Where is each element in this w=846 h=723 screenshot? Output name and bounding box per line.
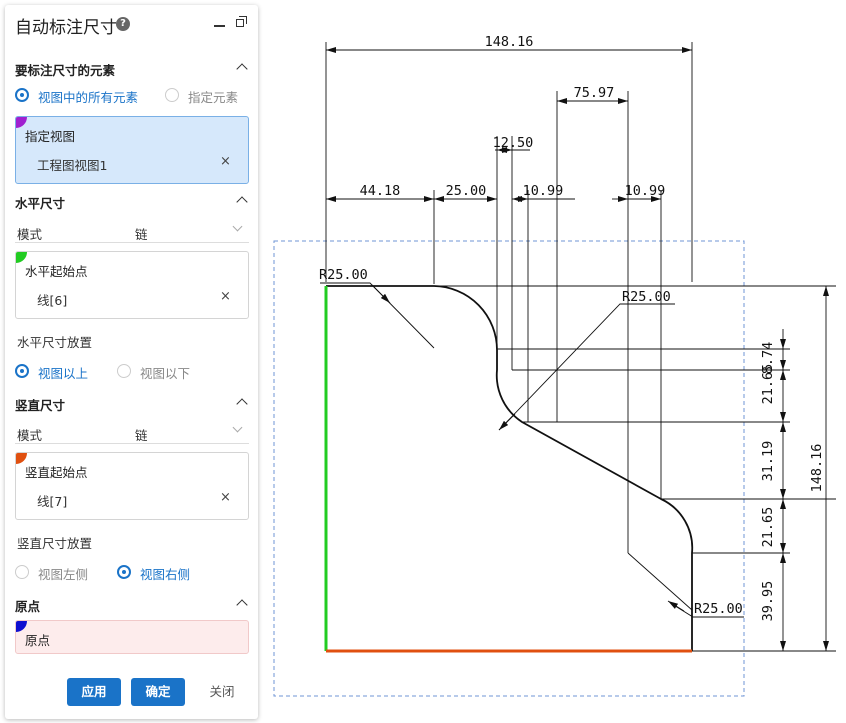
section-elements-title: 要标注尺寸的元素: [15, 63, 116, 78]
vertical-start-item[interactable]: 线[7]: [37, 494, 68, 509]
horizontal-start-box[interactable]: 水平起始点 线[6] ×: [15, 251, 249, 319]
horizontal-mode-value[interactable]: 链: [135, 227, 148, 242]
radio-left-of-view[interactable]: [15, 565, 29, 579]
vertical-start-title: 竖直起始点: [25, 465, 88, 480]
radio-above-view-label[interactable]: 视图以上: [38, 366, 89, 381]
view-box-item[interactable]: 工程图视图1: [37, 158, 108, 173]
dim-10-99-a[interactable]: 10.99: [523, 183, 564, 199]
clear-horizontal-start-icon[interactable]: ×: [220, 289, 231, 304]
vertical-mode-select[interactable]: 模式 链: [15, 422, 249, 444]
horizontal-flag-icon: [16, 252, 27, 263]
radio-specified-elements-label[interactable]: 指定元素: [188, 90, 239, 105]
radio-all-elements-label[interactable]: 视图中的所有元素: [38, 90, 139, 105]
dim-75-97[interactable]: 75.97: [574, 85, 615, 101]
dim-21-65-b[interactable]: 21.65: [760, 507, 776, 548]
section-vertical-title: 竖直尺寸: [15, 398, 66, 413]
dim-overall-height[interactable]: 148.16: [809, 444, 825, 493]
radio-below-view[interactable]: [117, 364, 131, 378]
horizontal-placement-label: 水平尺寸放置: [17, 335, 93, 350]
vertical-mode-value[interactable]: 链: [135, 428, 148, 443]
extension-lines: [325, 42, 836, 652]
dim-radius-left[interactable]: R25.00: [319, 267, 368, 283]
vertical-dimension-lines: [780, 286, 829, 651]
dim-21-65-a[interactable]: 21.65: [760, 364, 776, 405]
radio-right-of-view-label[interactable]: 视图右侧: [140, 567, 191, 582]
horizontal-start-item[interactable]: 线[6]: [37, 293, 68, 308]
dim-39-95[interactable]: 39.95: [760, 581, 776, 622]
view-box-title: 指定视图: [25, 129, 76, 144]
horizontal-mode-label: 模式: [17, 227, 43, 242]
ok-button[interactable]: 确定: [131, 678, 185, 706]
radio-all-elements[interactable]: [15, 88, 29, 102]
vertical-start-box[interactable]: 竖直起始点 线[7] ×: [15, 452, 249, 520]
help-icon[interactable]: ?: [116, 17, 130, 31]
dim-overall-width[interactable]: 148.16: [485, 34, 534, 50]
close-button[interactable]: 关闭: [209, 684, 235, 699]
origin-flag-icon: [16, 621, 27, 632]
radio-above-view[interactable]: [15, 364, 29, 378]
radio-right-of-view[interactable]: [117, 565, 131, 579]
horizontal-start-title: 水平起始点: [25, 264, 88, 279]
radius-leaders: [320, 282, 744, 618]
vertical-placement-label: 竖直尺寸放置: [17, 536, 93, 551]
origin-box-title: 原点: [25, 633, 51, 648]
view-frame[interactable]: [273, 240, 745, 697]
view-selector-box[interactable]: 指定视图 工程图视图1 ×: [15, 116, 249, 184]
view-flag-icon: [16, 117, 27, 128]
radio-left-of-view-label[interactable]: 视图左侧: [38, 567, 89, 582]
vertical-mode-label: 模式: [17, 428, 43, 443]
section-horizontal-title: 水平尺寸: [15, 196, 66, 211]
restore-icon[interactable]: [236, 16, 248, 28]
radio-below-view-label[interactable]: 视图以下: [140, 366, 191, 381]
section-origin-title: 原点: [15, 599, 41, 614]
radio-specified-elements[interactable]: [165, 88, 179, 102]
auto-dimension-panel: 自动标注尺寸 ? 要标注尺寸的元素 视图中的所有元素 指定元素 指定视图 工程图…: [5, 5, 258, 719]
dim-10-99-b[interactable]: 10.99: [625, 183, 666, 199]
part-outline[interactable]: [326, 285, 694, 651]
panel-title: 自动标注尺寸: [15, 18, 117, 38]
dim-25-00[interactable]: 25.00: [446, 183, 487, 199]
horizontal-dimension-lines: [326, 47, 692, 202]
horizontal-mode-select[interactable]: 模式 链: [15, 221, 249, 243]
dim-8-74[interactable]: 8.74: [760, 342, 776, 375]
dim-radius-right[interactable]: R25.00: [694, 601, 743, 617]
vertical-flag-icon: [16, 453, 27, 464]
dim-radius-mid[interactable]: R25.00: [622, 289, 671, 305]
clear-vertical-start-icon[interactable]: ×: [220, 490, 231, 505]
dim-31-19[interactable]: 31.19: [760, 441, 776, 482]
apply-button[interactable]: 应用: [67, 678, 121, 706]
dim-12-50[interactable]: 12.50: [493, 135, 534, 151]
clear-view-icon[interactable]: ×: [220, 154, 231, 169]
minimize-icon[interactable]: [214, 25, 225, 27]
origin-box[interactable]: 原点: [15, 620, 249, 654]
dim-44-18[interactable]: 44.18: [360, 183, 401, 199]
